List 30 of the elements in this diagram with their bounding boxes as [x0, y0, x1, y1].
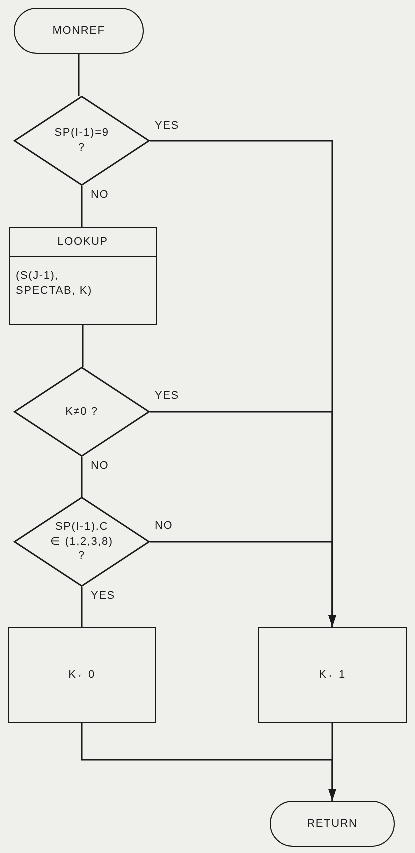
arrow — [150, 541, 336, 627]
condition-text: SP(I-1).C ∈ (1,2,3,8) ? — [50, 520, 114, 564]
process-box — [8, 627, 156, 723]
decision-diamond — [14, 497, 150, 587]
edge-label: YES — [154, 120, 180, 132]
terminal-label: MONREF — [52, 24, 106, 38]
condition-text: K≠0 ? — [64, 404, 100, 420]
process-box — [258, 627, 407, 723]
subroutine-name: LOOKUP — [10, 228, 156, 257]
terminal-box — [270, 801, 395, 847]
edge-label: NO — [154, 520, 174, 532]
arrow — [328, 723, 336, 801]
edge-label: YES — [154, 390, 180, 402]
condition-text: SP(I-1)=9 ? — [54, 126, 110, 156]
subroutine-arguments: (S(J-1), SPECTAB, K) — [15, 268, 94, 299]
process-text: K←0 — [68, 668, 96, 682]
edge-label: NO — [90, 460, 110, 472]
connector-line — [81, 457, 83, 497]
process-text: K←1 — [319, 668, 346, 682]
decision-diamond — [14, 367, 150, 457]
terminal-box — [14, 8, 144, 54]
connector-line — [81, 186, 83, 227]
edge-label: NO — [90, 189, 110, 201]
terminal-label: RETURN — [307, 816, 358, 832]
connector-line — [81, 587, 83, 627]
subroutine-box — [9, 227, 157, 325]
decision-diamond — [14, 96, 150, 186]
edge-label: YES — [90, 590, 116, 602]
connector-line — [82, 325, 84, 367]
connector-line — [78, 54, 80, 96]
